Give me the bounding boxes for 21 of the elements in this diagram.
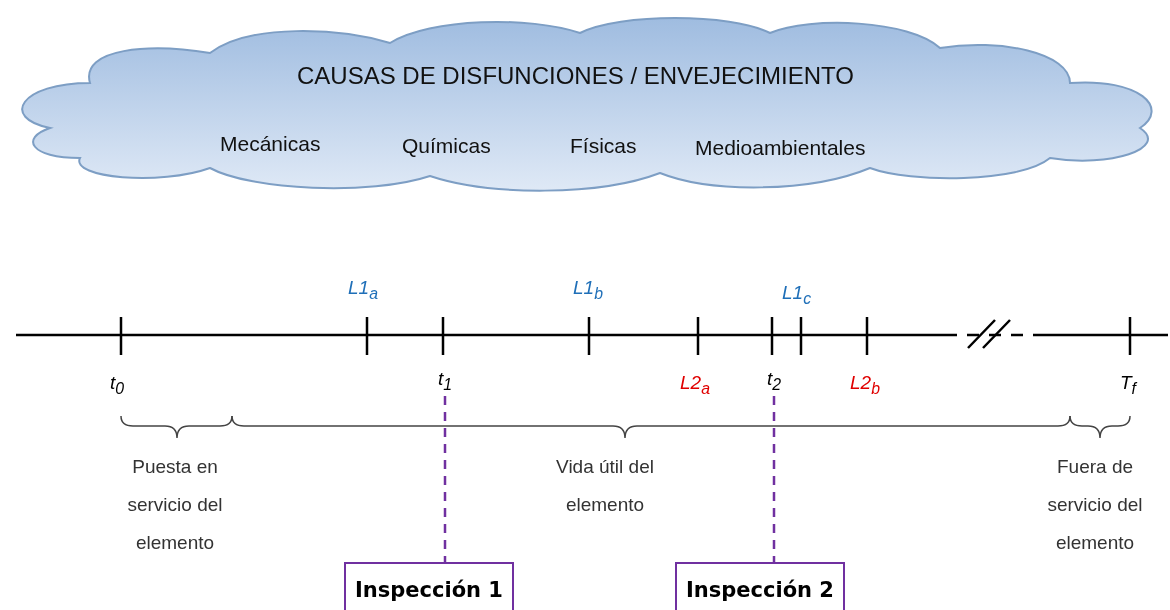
time-label: L2$_{b}$ [850, 372, 880, 398]
phase-caption: Puesta en servicio del elemento [126, 455, 224, 555]
cloud-item: Medioambientales [695, 136, 866, 160]
phase-caption: Vida útil del elemento [555, 455, 655, 517]
cloud-title: CAUSAS DE DISFUNCIONES / ENVEJECIMIENTO [297, 62, 854, 90]
time-label: L1$_{c}$ [782, 282, 812, 308]
phase-caption: Fuera de servicio del elemento [1046, 455, 1144, 555]
inspection-box: Inspección 1 [344, 562, 514, 610]
time-label: t$_{2}$ [761, 368, 787, 396]
time-label: t$_{1}$ [432, 368, 458, 396]
dashed-connector [443, 396, 447, 562]
time-label: t$_{0}$ [110, 372, 125, 398]
cloud-item: Químicas [402, 134, 491, 158]
inspection-box: Inspección 2 [675, 562, 845, 610]
time-label: L1$_{b}$ [573, 277, 603, 303]
dashed-connector [772, 396, 776, 562]
cloud-item: Físicas [570, 134, 637, 158]
time-label: L1$_{a}$ [348, 277, 378, 303]
time-label: T$_{f}$ [1120, 372, 1136, 398]
cloud-item: Mecánicas [220, 132, 321, 156]
time-label: L2$_{a}$ [680, 372, 710, 398]
